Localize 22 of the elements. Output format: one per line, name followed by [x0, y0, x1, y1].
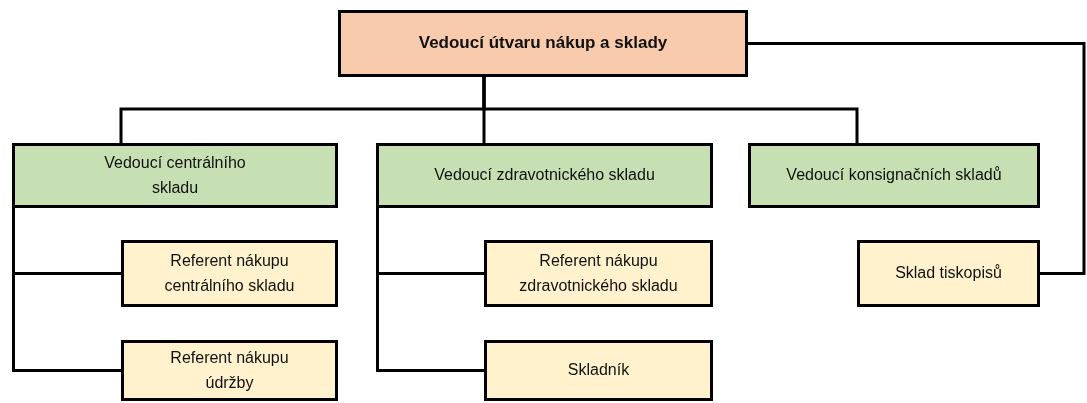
connector-line [748, 42, 1086, 275]
role-title: Referent nákupu údržby [169, 347, 290, 393]
role-box [121, 240, 338, 307]
role-box [857, 240, 1040, 307]
role-title: Vedoucí zdravotnického skladu [434, 165, 655, 186]
connector-line [482, 77, 859, 143]
role-title: Vedoucí útvaru nákup a sklady [418, 32, 668, 55]
role-box [12, 143, 338, 208]
role-title: Vedoucí konsignačních skladů [786, 165, 1002, 186]
role-title: Skladník [567, 360, 630, 381]
role-box [376, 143, 713, 208]
head-box [338, 10, 748, 77]
role-box [484, 340, 713, 401]
role-title: Referent nákupu centrálního skladu [163, 250, 296, 296]
role-title: Vedoucí centrálního skladu [103, 152, 247, 198]
connector-line [12, 208, 121, 372]
role-box [748, 143, 1040, 208]
connector-line [376, 208, 484, 372]
role-box [484, 240, 713, 307]
role-box [121, 340, 338, 401]
role-title: Sklad tiskopisů [895, 263, 1002, 284]
role-title: Referent nákupu zdravotnického skladu [518, 250, 679, 296]
